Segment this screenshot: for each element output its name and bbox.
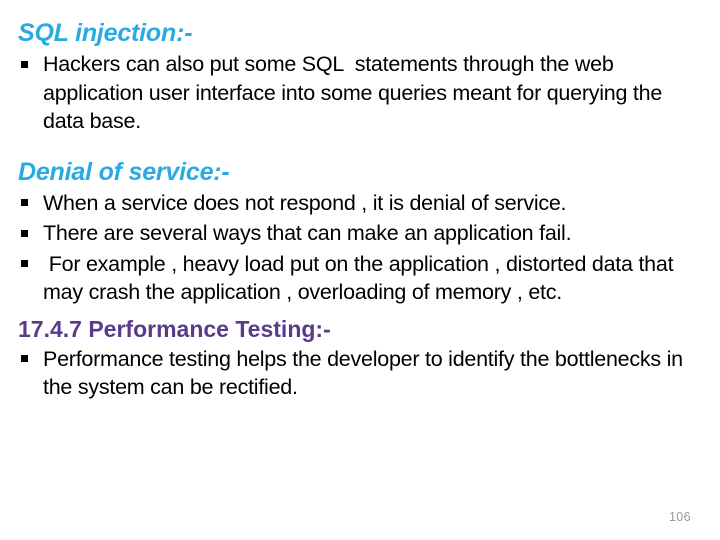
list-item: For example , heavy load put on the appl… (18, 250, 702, 307)
square-bullet-icon (21, 50, 35, 79)
list-item-text: Performance testing helps the developer … (43, 346, 689, 400)
section-heading-denial-of-service: Denial of service:- (18, 157, 230, 186)
square-bullet-icon (21, 345, 35, 374)
list-item-text: For example , heavy load put on the appl… (43, 251, 680, 305)
page-number: 106 (668, 510, 691, 524)
list-item-text: When a service does not respond , it is … (43, 190, 567, 215)
list-item-text: There are several ways that can make an … (43, 221, 572, 245)
section-heading-sql-injection: SQL injection:- (18, 19, 193, 47)
square-bullet-icon (21, 189, 35, 218)
bullet-list-denial-of-service: When a service does not respond , it is … (18, 189, 702, 307)
list-item: Hackers can also put some SQL statements… (18, 50, 702, 136)
bullet-list-performance-testing: Performance testing helps the developer … (18, 345, 702, 402)
list-item: There are several ways that can make an … (18, 219, 702, 248)
section-heading-performance-testing: 17.4.7 Performance Testing:- (18, 315, 331, 342)
bullet-list-sql-injection: Hackers can also put some SQL statements… (18, 50, 702, 136)
square-bullet-icon (21, 250, 35, 279)
list-item: When a service does not respond , it is … (18, 189, 702, 218)
square-bullet-icon (21, 219, 35, 248)
list-item-text: Hackers can also put some SQL statements… (43, 52, 668, 133)
list-item: Performance testing helps the developer … (18, 345, 702, 402)
section-spacer (18, 138, 702, 143)
slide-content-body: SQL injection:- Hackers can also put som… (18, 18, 702, 404)
